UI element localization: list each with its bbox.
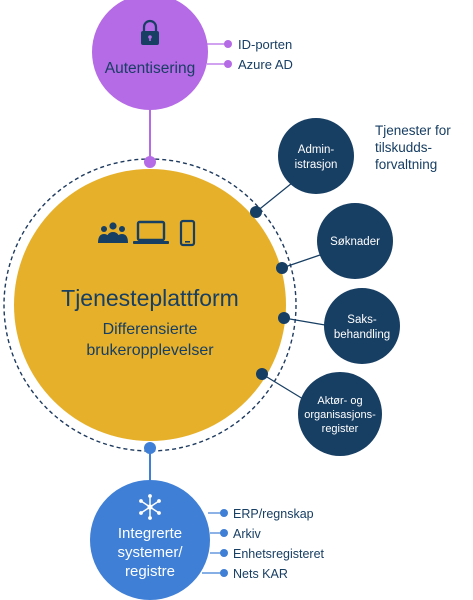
platform-title: Tjenesteplattform (61, 285, 239, 311)
integration-label-2: systemer/ (117, 544, 183, 561)
services-group-label-1: Tjenester for (375, 123, 451, 138)
service-circle-soknader[interactable] (317, 203, 393, 279)
service-connector-1 (255, 182, 293, 213)
service-label-saksbehandling-2: behandling (334, 329, 390, 341)
phone-icon (179, 219, 196, 247)
auth-circle[interactable] (92, 0, 208, 110)
integration-label-3: registre (125, 563, 175, 580)
users-icon (98, 222, 128, 243)
platform-subtitle-line1: Differensierte (103, 321, 198, 338)
integration-item-dot-3 (220, 549, 228, 557)
service-label-aktor-1: Aktør- og (317, 395, 362, 407)
auth-item-azure-ad: Azure AD (238, 57, 293, 72)
integration-item-nets-kar: Nets KAR (233, 567, 288, 581)
service-label-saksbehandling-1: Saks- (347, 314, 377, 326)
integration-item-erp: ERP/regnskap (233, 507, 314, 521)
laptop-icon (133, 220, 169, 244)
service-dot-3 (278, 312, 290, 324)
service-circle-saksbehandling[interactable] (324, 288, 400, 364)
platform-circle (14, 169, 286, 441)
service-connector-4 (261, 373, 309, 403)
integration-item-enhetsregisteret: Enhetsregisteret (233, 547, 325, 561)
service-label-administrasjon-1: Admin- (298, 144, 335, 156)
service-label-aktor-3: register (322, 423, 359, 435)
service-circle-administrasjon[interactable] (278, 118, 354, 194)
service-connector-2 (281, 254, 321, 269)
integration-item-arkiv: Arkiv (233, 527, 262, 541)
services-group-label-2: tilskudds- (375, 140, 432, 155)
platform-subtitle-line2: brukeropplevelser (86, 342, 214, 359)
integration-label-1: Integrerte (118, 525, 182, 542)
service-circle-aktorregister[interactable] (298, 372, 382, 456)
auth-junction-dot (144, 156, 156, 168)
integration-item-dot-2 (220, 529, 228, 537)
lock-icon (141, 19, 159, 45)
services-group-label-3: forvaltning (375, 157, 437, 172)
integration-circle[interactable] (90, 480, 210, 600)
integration-junction-dot (144, 442, 156, 454)
service-label-aktor-2: organisasjons- (304, 409, 376, 421)
auth-item-id-porten: ID-porten (238, 37, 292, 52)
service-connector-3 (283, 317, 326, 326)
auth-item-dot-1 (224, 40, 232, 48)
auth-label: Autentisering (105, 60, 195, 77)
integration-item-dot-1 (220, 509, 228, 517)
service-label-administrasjon-2: istrasjon (295, 159, 338, 171)
service-dot-2 (276, 262, 288, 274)
service-dot-4 (256, 368, 268, 380)
network-icon (139, 494, 161, 520)
integration-item-dot-4 (220, 569, 228, 577)
service-dot-1 (250, 206, 262, 218)
service-label-soknader: Søknader (330, 236, 380, 248)
auth-item-dot-2 (224, 60, 232, 68)
